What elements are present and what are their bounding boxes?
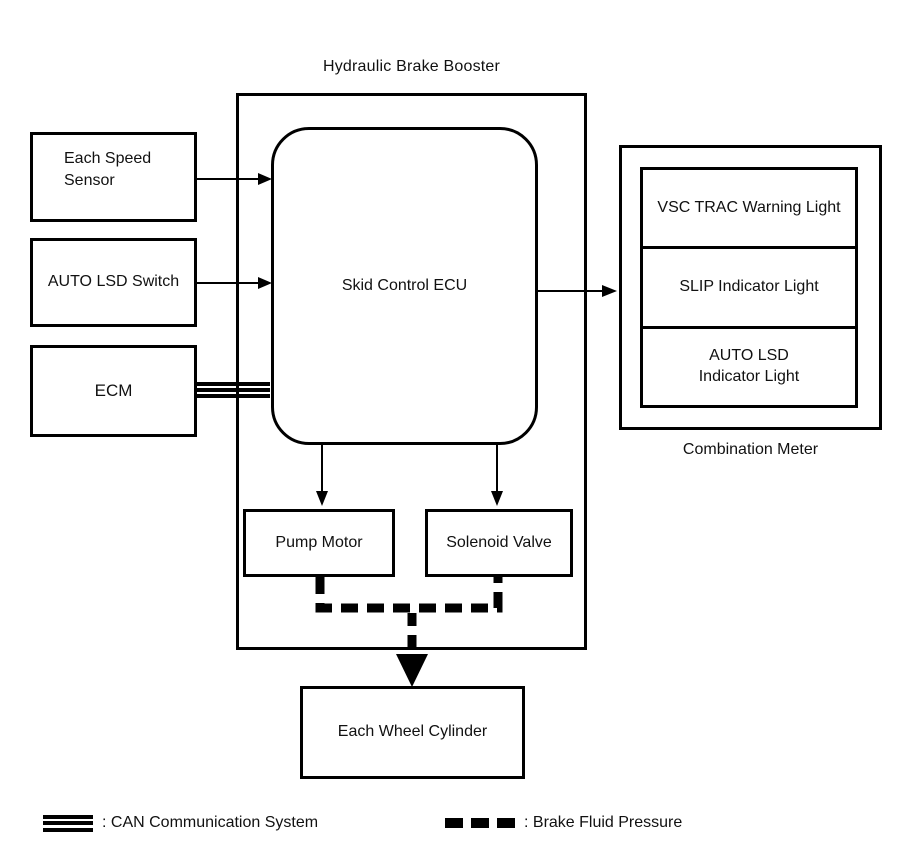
arrowhead-ecu-to-solenoid-valve-icon	[491, 491, 503, 506]
node-solenoid-valve: Solenoid Valve	[425, 509, 573, 577]
brake-fluid-dashed-manifold	[315, 577, 503, 613]
pump-motor-label: Pump Motor	[275, 533, 363, 551]
node-auto-lsd-switch: AUTO LSD Switch	[30, 238, 197, 327]
indicator-auto-lsd-indicator-light: AUTO LSD Indicator Light	[643, 329, 855, 405]
node-ecm: ECM	[30, 345, 197, 437]
arrowhead-ecu-to-combination-meter-icon	[602, 285, 617, 297]
diagram-title: Hydraulic Brake Booster	[322, 58, 501, 75]
node-each-speed-sensor: Each Speed Sensor	[30, 132, 197, 222]
legend-can-communication: : CAN Communication System	[43, 814, 318, 832]
slip-indicator-light-label: SLIP Indicator Light	[679, 278, 819, 296]
ecm-label: ECM	[94, 380, 133, 400]
indicator-vsc-trac-warning-light: VSC TRAC Warning Light	[643, 170, 855, 250]
arrowhead-speed-sensor-to-ecu-icon	[258, 173, 272, 185]
legend-brake-fluid-label: : Brake Fluid Pressure	[524, 814, 683, 831]
indicator-slip-indicator-light: SLIP Indicator Light	[643, 249, 855, 329]
node-skid-control-ecu: Skid Control ECU	[271, 127, 538, 445]
skid-control-ecu-label: Skid Control ECU	[341, 276, 468, 294]
arrowhead-auto-lsd-switch-to-ecu-icon	[258, 277, 272, 289]
combination-meter-indicator-group: VSC TRAC Warning Light SLIP Indicator Li…	[640, 167, 858, 408]
solenoid-valve-label: Solenoid Valve	[446, 533, 552, 551]
node-each-wheel-cylinder: Each Wheel Cylinder	[300, 686, 525, 779]
legend-can-label: : CAN Communication System	[102, 814, 319, 831]
arrowhead-brake-fluid-to-wheel-cylinder-icon	[396, 654, 428, 687]
arrowhead-ecu-to-pump-motor-icon	[316, 491, 328, 506]
can-line-ecm-to-ecu	[197, 382, 270, 398]
legend-brake-fluid-pressure: : Brake Fluid Pressure	[445, 814, 682, 832]
auto-lsd-indicator-light-label: AUTO LSD Indicator Light	[698, 347, 800, 385]
each-speed-sensor-label: Each Speed Sensor	[64, 150, 152, 190]
hydraulic-brake-booster-boundary	[236, 93, 587, 650]
auto-lsd-switch-label: AUTO LSD Switch	[47, 273, 180, 291]
brake-fluid-dashed-line-icon	[445, 818, 515, 828]
node-pump-motor: Pump Motor	[243, 509, 395, 577]
each-wheel-cylinder-label: Each Wheel Cylinder	[337, 723, 488, 741]
vsc-trac-warning-light-label: VSC TRAC Warning Light	[657, 198, 841, 216]
can-triple-line-icon	[43, 814, 93, 832]
combination-meter-label: Combination Meter	[682, 441, 819, 458]
